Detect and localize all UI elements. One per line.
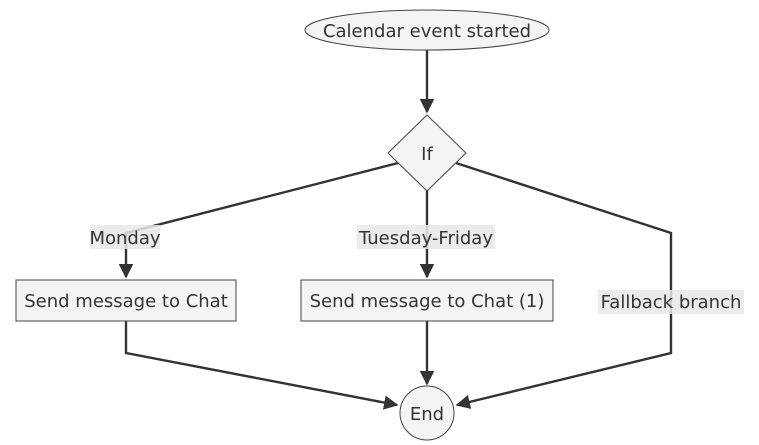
edge-label-tuesday-friday-text: Tuesday-Friday <box>358 228 493 249</box>
node-action-weekday-label: Send message to Chat (1) <box>310 291 545 312</box>
edge-decision-to-monday <box>118 161 399 279</box>
node-end-label: End <box>410 404 444 425</box>
node-action-monday-label: Send message to Chat <box>24 291 228 312</box>
edges <box>118 50 673 410</box>
node-action-weekday: Send message to Chat (1) <box>300 279 554 322</box>
edge-label-monday: Monday <box>89 225 161 249</box>
edge-label-fallback: Fallback branch <box>598 290 744 314</box>
edge-label-monday-text: Monday <box>89 228 160 249</box>
node-action-monday: Send message to Chat <box>15 279 237 322</box>
node-end: End <box>399 385 455 441</box>
node-start-label: Calendar event started <box>323 21 531 42</box>
edge-monday-to-end <box>124 321 399 410</box>
node-start: Calendar event started <box>304 9 550 51</box>
node-decision-label: If <box>421 144 433 165</box>
edge-label-tuesday-friday: Tuesday-Friday <box>357 225 495 249</box>
edge-label-fallback-text: Fallback branch <box>601 292 742 313</box>
node-decision: If <box>387 114 467 192</box>
